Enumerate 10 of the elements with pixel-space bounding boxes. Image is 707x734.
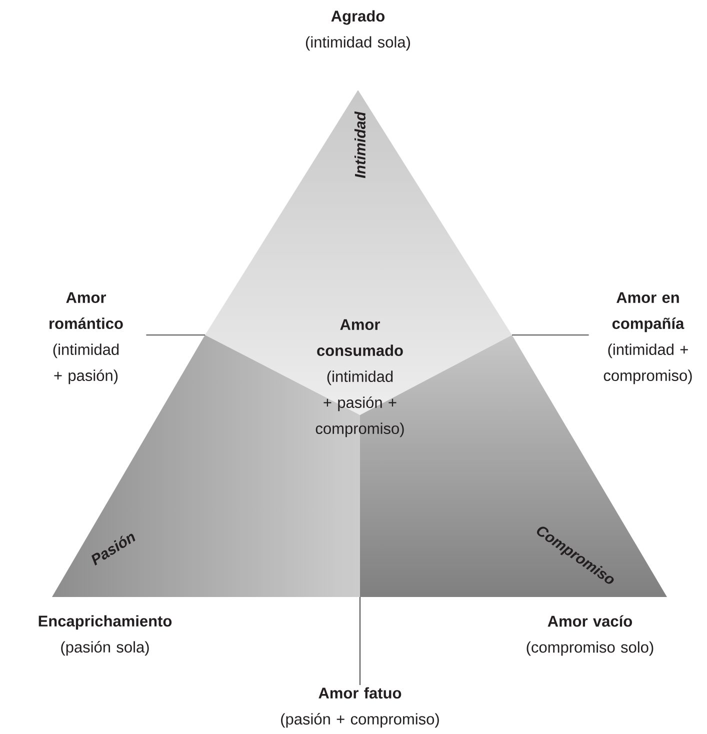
text-label: Amor en compañía (intimidad + compromiso) <box>604 292 692 384</box>
text-label: Amor vacío (compromiso solo) <box>526 615 654 656</box>
text-label: Encaprichamiento (pasión sola) <box>38 615 172 656</box>
text-label: Amor romántico (intimidad + pasión) <box>50 292 123 384</box>
leader-line <box>512 334 590 336</box>
region-label: Intimidad <box>354 111 366 178</box>
text-label: Amor consumado (intimidad + pasión + compromiso) <box>316 319 404 438</box>
text-label: Amor fatuo (pasión + compromiso) <box>281 687 439 728</box>
leader-line <box>146 334 206 336</box>
text-label: Agrado (intimidad sola) <box>306 10 410 51</box>
